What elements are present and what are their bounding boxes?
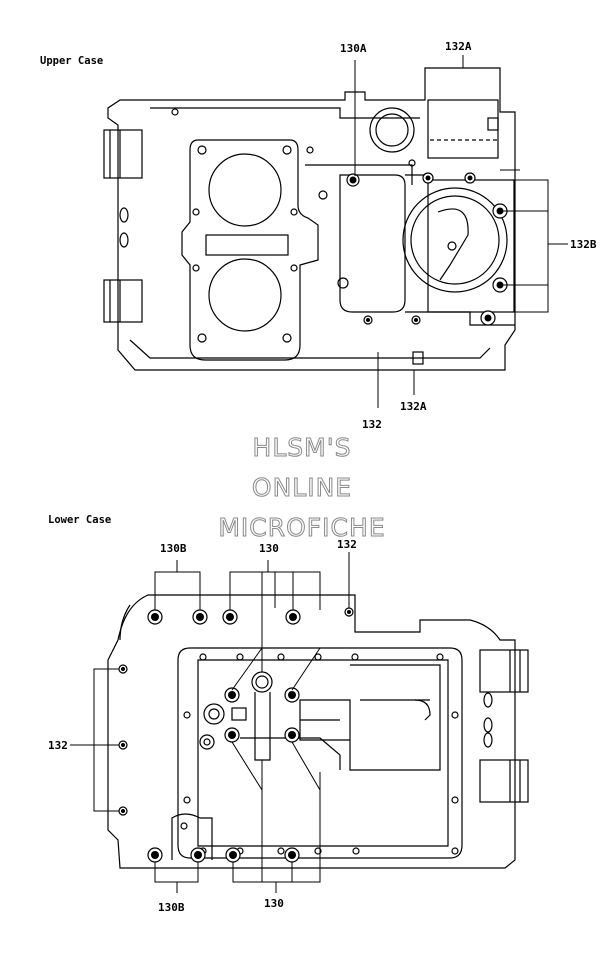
callout-132-left: 132: [48, 739, 68, 752]
lower-leaders: [70, 552, 350, 893]
bolt-small-2: [464, 172, 476, 184]
watermark-line1: HLSM'S: [253, 433, 352, 462]
callout-132A-bottom: 132A: [400, 400, 427, 413]
bolt-130-mid-3: [224, 727, 240, 743]
callout-130B-bottom: 130B: [158, 901, 185, 914]
bolt-130B-top-2: [192, 609, 208, 625]
lower-bolts: [118, 607, 354, 863]
watermark-line2: ONLINE: [252, 473, 352, 502]
bolt-130-top-1: [222, 609, 238, 625]
bolt-130-mid-2: [284, 687, 300, 703]
lower-case-title: Lower Case: [48, 514, 111, 526]
bolt-132-left-3: [118, 806, 128, 816]
bolt-130-bottom-2: [284, 847, 300, 863]
callout-132A-top: 132A: [445, 40, 472, 53]
bolt-132B-3: [480, 310, 496, 326]
callout-132-top: 132: [337, 538, 357, 551]
bolt-132: [363, 315, 373, 325]
watermark: HLSM'S ONLINE MICROFICHE: [218, 433, 385, 543]
bolt-132-left-2: [118, 740, 128, 750]
bolt-132-left-1: [118, 664, 128, 674]
upper-case-title: Upper Case: [40, 55, 103, 67]
callout-130-top: 130: [259, 542, 279, 555]
bolt-130-mid-4: [284, 727, 300, 743]
bolt-132-top: [344, 607, 354, 617]
lower-case-drawing: [107, 594, 529, 869]
callout-130A: 130A: [340, 42, 367, 55]
bolt-130-top-2: [285, 609, 301, 625]
bolt-132A-bottom: [411, 315, 421, 325]
bolt-130B-top-1: [147, 609, 163, 625]
callout-132-upper-bottom: 132: [362, 418, 382, 431]
callout-130-bottom: 130: [264, 897, 284, 910]
bolt-130B-bottom-1: [147, 847, 163, 863]
upper-leaders: [354, 55, 568, 408]
callout-132B: 132B: [570, 238, 597, 251]
bolt-130B-bottom-2: [190, 847, 206, 863]
callout-130B-top: 130B: [160, 542, 187, 555]
bolt-130-mid-1: [224, 687, 240, 703]
bolt-130A: [346, 173, 360, 187]
watermark-line3: MICROFICHE: [218, 513, 385, 542]
bolt-small-1: [422, 172, 434, 184]
bolt-130-bottom-1: [225, 847, 241, 863]
upper-bolts: [346, 172, 508, 326]
upper-case-drawing: [103, 67, 516, 371]
